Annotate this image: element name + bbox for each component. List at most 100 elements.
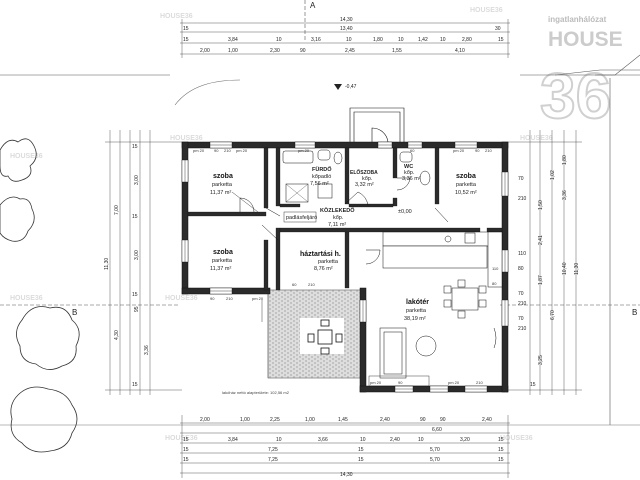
dim-text: 2,30 <box>270 48 280 54</box>
dim-text: 10 <box>440 37 446 43</box>
dim-text: 95 <box>134 306 140 312</box>
dim-text: 15 <box>498 457 504 463</box>
room-area: 11,37 m² <box>210 190 231 196</box>
svg-text:60: 60 <box>410 148 415 153</box>
dim-text: 15 <box>132 214 138 220</box>
dim-text: 2,40 <box>380 417 390 423</box>
wc-toilet-icon <box>419 170 431 186</box>
inner-walls <box>187 147 503 291</box>
dim-text: 15 <box>530 382 536 388</box>
dim-text: 1,80 <box>562 155 568 165</box>
svg-text:80: 80 <box>492 281 497 286</box>
dim-text: 15 <box>183 447 189 453</box>
dim-text: 1,55 <box>392 48 402 54</box>
sink-icon <box>317 149 331 161</box>
zero-level-label: ±0,00 <box>398 209 412 215</box>
dim-text: 3,25 <box>538 355 544 365</box>
dim-text: 2,40 <box>482 417 492 423</box>
room-szoba-2: szoba parketta 11,37 m² <box>210 249 233 272</box>
dim-text: 2,25 <box>270 417 280 423</box>
watermark: HOUSE36 HOUSE36 HOUSE36 HOUSE36 HOUSE36 … <box>10 7 553 442</box>
dim-text: 2,45 <box>345 48 355 54</box>
dim-text: 1,00 <box>240 417 250 423</box>
svg-text:210: 210 <box>308 282 315 287</box>
dim-text: 1,42 <box>418 37 428 43</box>
room-floor: kőpadló <box>312 174 331 180</box>
room-lakoter: lakótér parketta 38,19 m² <box>404 299 429 322</box>
dim-text: 5,70 <box>430 447 440 453</box>
dim-text: 3,36 <box>144 345 150 355</box>
dim-text: 10 <box>276 437 282 443</box>
terrace-table-icon <box>307 319 343 355</box>
dim-text: 1,50 <box>538 200 544 210</box>
room-floor: kőp. <box>404 170 415 176</box>
dim-text: 7,00 <box>114 205 120 215</box>
room-wc: WC kőp. 3,36 m² <box>402 164 421 182</box>
room-szoba-1: szoba parketta 11,37 m² <box>210 173 233 196</box>
dimensions-left-text: 11,30 7,00 4,30 3,00 3,00 3,36 95 15 15 … <box>104 144 150 388</box>
dim-text: 15 <box>183 37 189 43</box>
dim-text: 90 <box>300 48 306 54</box>
svg-text:pm 20: pm 20 <box>252 296 264 301</box>
dimensions-bottom-text: 2,00 1,00 2,25 1,00 1,45 2,40 90 90 2,40… <box>183 417 504 478</box>
svg-text:pm 20: pm 20 <box>193 148 205 153</box>
bathtub-icon <box>282 150 314 164</box>
room-szoba-3: szoba parketta 10,52 m² <box>455 173 477 196</box>
dim-text: 2,40 <box>390 437 400 443</box>
dimensions-right <box>508 130 582 395</box>
room-name: szoba <box>213 249 233 256</box>
dim-text: 210 <box>518 326 527 332</box>
dim-text: 10 <box>418 437 424 443</box>
toilet-icon <box>333 151 343 165</box>
svg-text:pm 20: pm 20 <box>236 148 248 153</box>
dim-text: 90 <box>420 417 426 423</box>
dim-text: 2,80 <box>462 37 472 43</box>
dim-text: 6,70 <box>550 310 556 320</box>
dim-total-top: 14,30 <box>340 17 353 23</box>
dim-text: 3,66 <box>318 437 328 443</box>
room-floor: kőp. <box>333 215 344 221</box>
dim-text: 7,25 <box>268 457 278 463</box>
dim-text: 70 <box>518 316 524 322</box>
watermark-text: HOUSE36 <box>470 7 503 14</box>
dim-text: 15 <box>132 292 138 298</box>
svg-text:pm 20: pm 20 <box>448 380 460 385</box>
dim-text: 15 <box>183 457 189 463</box>
dim-text: 15 <box>498 447 504 453</box>
dim-text: 90 <box>440 417 446 423</box>
sofa-icon <box>379 327 497 379</box>
dimensions-right-text: 11,30 3,36 10,40 1,80 1,02 2,41 1,87 6,7… <box>518 155 580 388</box>
dim-text: 210 <box>518 196 527 202</box>
dimensions-bottom <box>180 415 510 478</box>
dim-text: 10 <box>276 37 282 43</box>
svg-text:90: 90 <box>398 380 403 385</box>
kitchen-counter <box>382 231 503 288</box>
svg-text:pm 20: pm 20 <box>453 148 465 153</box>
dim-text: 11,30 <box>104 258 110 270</box>
room-area: 11,37 m² <box>210 266 231 272</box>
room-name: KÖZLEKEDŐ <box>320 207 355 214</box>
dim-text: 2,00 <box>200 48 210 54</box>
watermark-text: HOUSE36 <box>500 435 533 442</box>
dim-text: 210 <box>518 301 527 307</box>
dim-text: 110 <box>518 251 526 257</box>
watermark-text: HOUSE36 <box>165 295 198 302</box>
attic-access-label: padlásfeljáró <box>286 215 317 221</box>
dim-text: 15 <box>132 144 138 150</box>
watermark-text: HOUSE36 <box>10 153 43 160</box>
dim-text: 80 <box>518 266 524 272</box>
brand-logo: ingatlanhálózat HOUSE 36 <box>539 15 623 133</box>
dim-text: 15 <box>132 382 138 388</box>
room-name: háztartási h. <box>300 251 341 258</box>
svg-text:90: 90 <box>475 148 480 153</box>
room-area: 3,36 m² <box>402 176 421 182</box>
dim-text: 3,16 <box>311 37 321 43</box>
level-triangle-icon <box>334 84 342 90</box>
svg-text:90: 90 <box>210 296 215 301</box>
room-name: FÜRDŐ <box>312 166 332 173</box>
room-floor: parketta <box>456 182 477 188</box>
room-eloszoba: ELŐSZOBA kőp. 3,32 m² <box>350 169 378 188</box>
room-area: 7,11 m² <box>328 222 346 228</box>
dim-text: 3,20 <box>460 437 470 443</box>
watermark-text: HOUSE36 <box>165 435 198 442</box>
